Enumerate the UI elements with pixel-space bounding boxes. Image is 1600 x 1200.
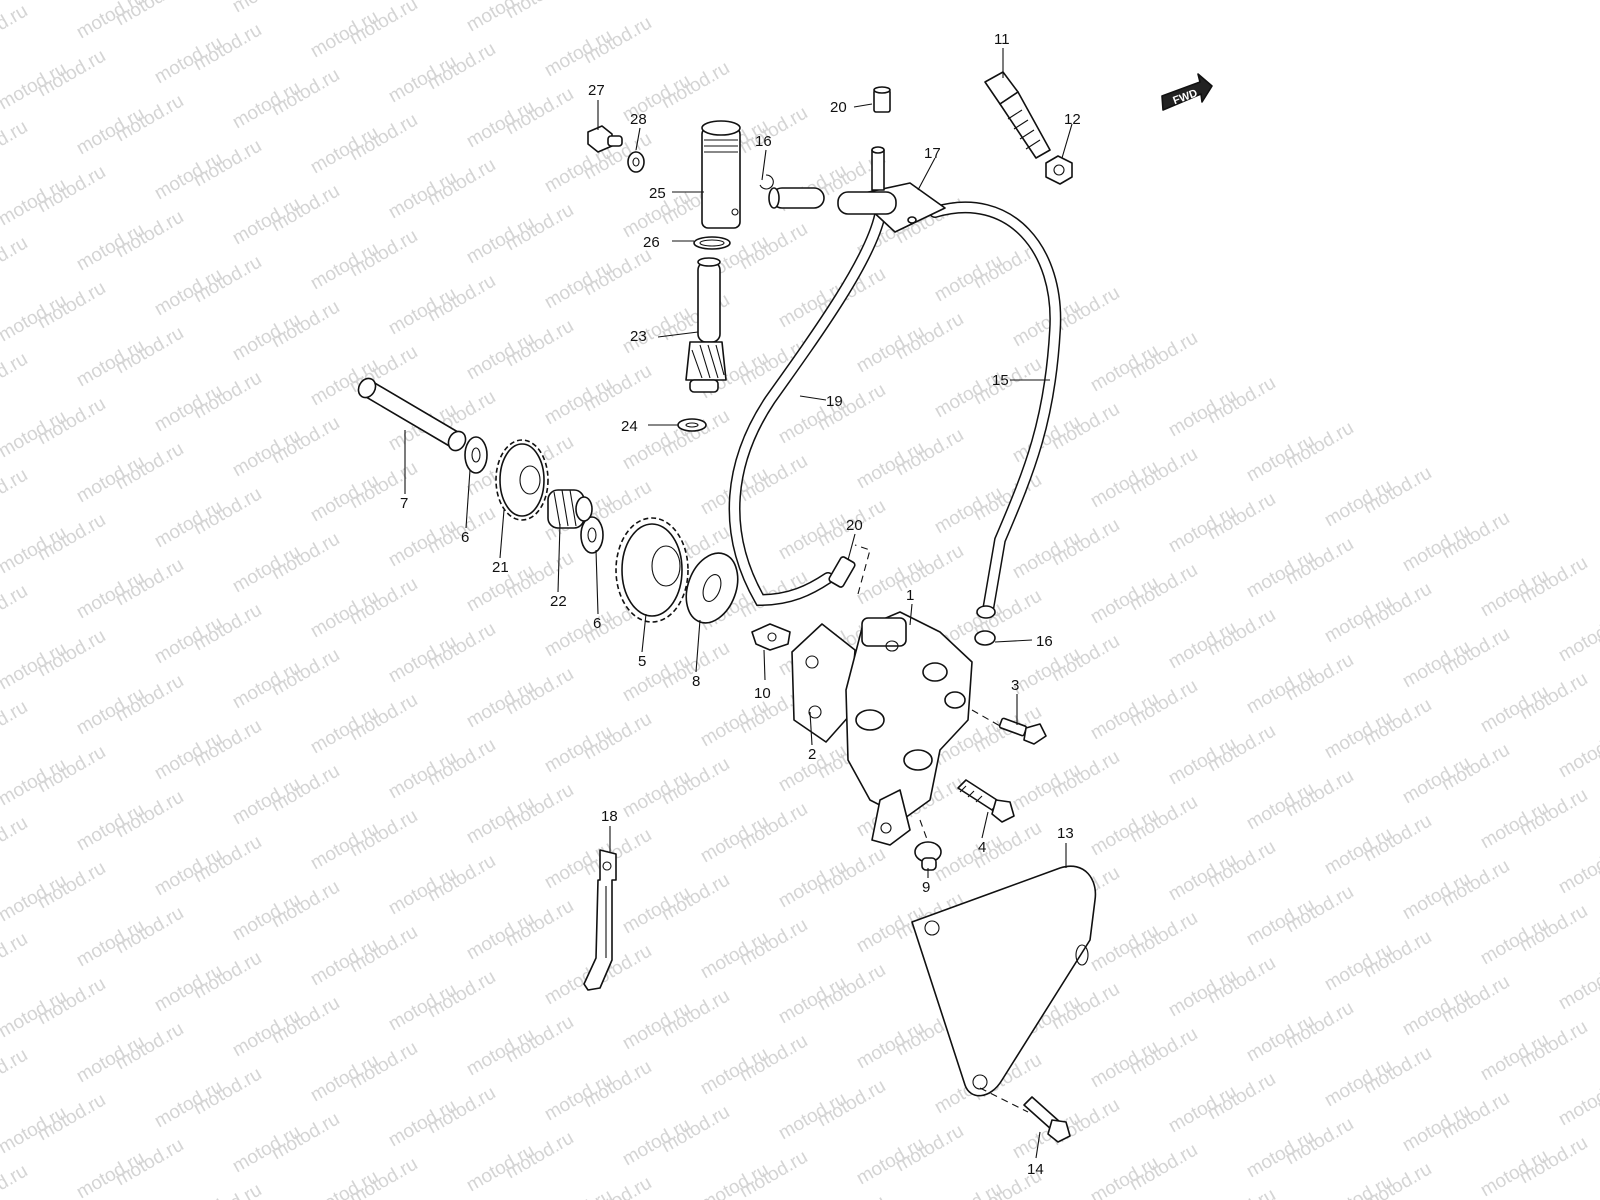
- callout-26: 26: [643, 234, 660, 251]
- callout-16-lower: 16: [1036, 633, 1053, 650]
- washer-6-right: [580, 516, 604, 554]
- hose-piece-top: [768, 187, 825, 209]
- hose-19: [728, 209, 886, 607]
- callout-1: 1: [906, 587, 914, 604]
- assembly-line-3: [979, 1087, 1029, 1113]
- nut-12: [1045, 155, 1073, 185]
- bolt-11: [984, 71, 1051, 159]
- callout-10: 10: [754, 685, 771, 702]
- clip-16-top: [759, 174, 774, 190]
- callout-20-lower: 20: [846, 517, 863, 534]
- callout-4: 4: [978, 839, 986, 856]
- callout-20-top: 20: [830, 99, 847, 116]
- callout-16-top: 16: [755, 133, 772, 150]
- gear-21: [495, 439, 549, 521]
- callout-labels: 27 28 25 26 23 24 16 20 17 11 12 15 19 7…: [400, 31, 1081, 1178]
- oring-26: [693, 236, 731, 250]
- callout-25: 25: [649, 185, 666, 202]
- oil-pump-1: [845, 611, 973, 846]
- callout-14: 14: [1027, 1161, 1044, 1178]
- callout-9: 9: [922, 879, 930, 896]
- plug-9: [914, 841, 942, 871]
- callout-6-left: 6: [461, 529, 469, 546]
- washer-28: [627, 151, 645, 173]
- callout-21: 21: [492, 559, 509, 576]
- gear-5: [615, 517, 689, 623]
- callout-13: 13: [1057, 825, 1074, 842]
- leader-lines: [404, 48, 1073, 1159]
- callout-22: 22: [550, 593, 567, 610]
- assembly-line-4: [919, 819, 929, 843]
- callout-8: 8: [692, 673, 700, 690]
- gasket-2: [791, 623, 856, 743]
- part-10: [751, 623, 791, 651]
- callout-6-right: 6: [593, 615, 601, 632]
- assembly-line-2: [971, 709, 1001, 727]
- callout-7: 7: [400, 495, 408, 512]
- cover-13: [911, 865, 1097, 1097]
- bolt-4: [957, 779, 1015, 823]
- assembly-line-1: [854, 544, 871, 595]
- worm-22: [547, 489, 593, 529]
- bracket-18: [583, 849, 617, 991]
- callout-27: 27: [588, 82, 605, 99]
- washer-24: [677, 418, 707, 432]
- clip-16-lower: [974, 630, 996, 646]
- gear-shaft-23: [685, 257, 727, 393]
- bolt-14: [1023, 1096, 1071, 1143]
- callout-15: 15: [992, 372, 1009, 389]
- callout-17: 17: [924, 145, 941, 162]
- sleeve-25: [701, 120, 741, 229]
- callout-18: 18: [601, 808, 618, 825]
- callout-11: 11: [994, 31, 1010, 48]
- callout-2: 2: [808, 746, 816, 763]
- washer-8: [685, 552, 739, 624]
- fitting-20-top: [873, 86, 891, 113]
- callout-28: 28: [630, 111, 647, 128]
- junction-block-17: [837, 146, 946, 233]
- fitting-20-lower: [828, 556, 856, 588]
- callout-3: 3: [1011, 677, 1019, 694]
- callout-12: 12: [1064, 111, 1081, 128]
- callout-5: 5: [638, 653, 646, 670]
- screw-27: [587, 125, 623, 153]
- hose-15: [929, 201, 1062, 619]
- fwd-arrow-icon: FWD: [1161, 73, 1213, 111]
- callout-23: 23: [630, 328, 647, 345]
- callout-19: 19: [826, 393, 843, 410]
- callout-24: 24: [621, 418, 638, 435]
- bolt-3: [998, 717, 1047, 745]
- washer-6-left: [464, 436, 488, 474]
- shaft-7: [357, 377, 467, 452]
